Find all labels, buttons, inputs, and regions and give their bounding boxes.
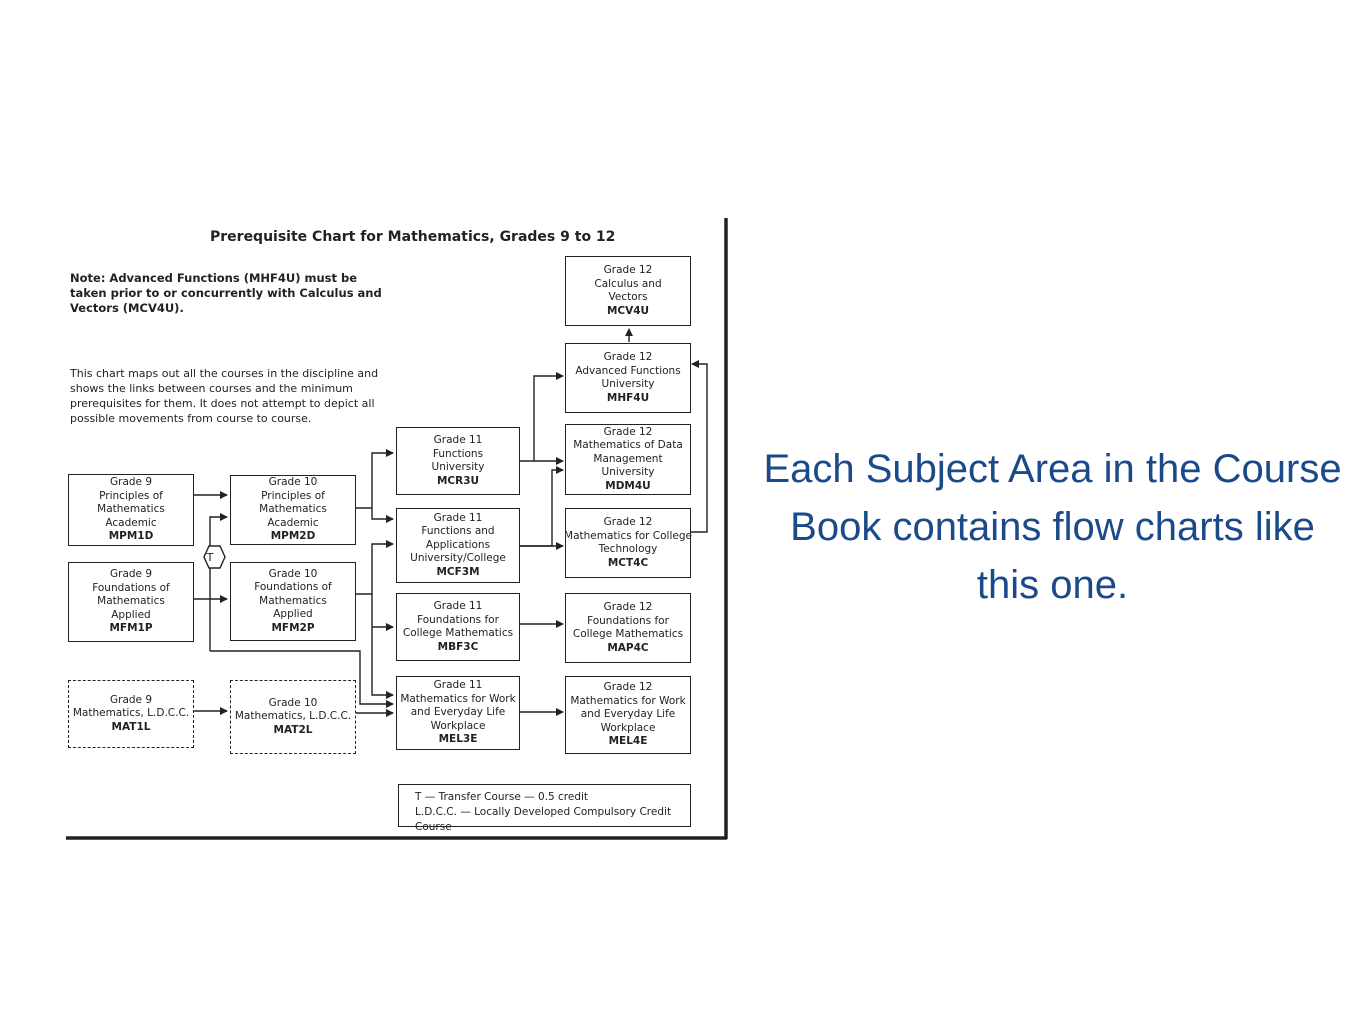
- course-line: University: [601, 466, 655, 479]
- course-code: MAP4C: [607, 641, 649, 654]
- course-line: Grade 12: [603, 601, 653, 613]
- chart-description: This chart maps out all the courses in t…: [70, 367, 379, 425]
- course-line: Workplace: [430, 719, 486, 732]
- course-line: Grade 10: [268, 567, 318, 580]
- course-line: University: [431, 461, 485, 473]
- course-code: MPM1D: [108, 530, 154, 543]
- course-line: Grade 12: [603, 681, 653, 694]
- course-line: and Everyday Life: [410, 706, 506, 719]
- course-line: and Everyday Life: [580, 708, 676, 721]
- course-box-mct4c: Grade 12 Mathematics for College Technol…: [564, 508, 692, 578]
- course-code: MCV4U: [606, 304, 650, 317]
- course-line: Functions and: [421, 525, 495, 538]
- transfer-course-marker: T: [206, 550, 214, 564]
- course-line: Technology: [598, 543, 658, 555]
- course-line: Principles of: [261, 489, 325, 502]
- course-line: Grade 12: [603, 264, 653, 276]
- course-line: Grade 12: [603, 516, 653, 528]
- course-line: Grade 10: [268, 476, 318, 489]
- flowchart-connectors: [66, 218, 728, 840]
- chart-note: Note: Advanced Functions (MHF4U) must be…: [70, 271, 382, 315]
- course-box-mel3e: Grade 11 Mathematics for Work and Everyd…: [396, 676, 520, 750]
- course-line: Mathematics, L.D.C.C.: [72, 707, 190, 720]
- course-box-mfm1p: Grade 9 Foundations of Mathematics Appli…: [68, 562, 194, 642]
- course-line: Mathematics, L.D.C.C.: [234, 710, 352, 723]
- course-line: Calculus and: [594, 277, 662, 290]
- course-code: MDM4U: [605, 479, 651, 492]
- course-box-mcv4u: Grade 12 Calculus and Vectors MCV4U: [565, 256, 691, 326]
- course-code: MEL4E: [608, 735, 648, 748]
- course-code: MCF3M: [436, 565, 480, 578]
- course-code: MCT4C: [607, 556, 649, 569]
- course-line: Grade 11: [433, 434, 483, 446]
- course-line: Mathematics: [259, 503, 327, 516]
- course-box-mcf3m: Grade 11 Functions and Applications Univ…: [396, 508, 520, 583]
- slide-caption: Each Subject Area in the Course Book con…: [763, 447, 1342, 607]
- course-code: MHF4U: [606, 391, 650, 404]
- course-line: Foundations of: [254, 581, 332, 594]
- course-box-mel4e: Grade 12 Mathematics for Work and Everyd…: [565, 676, 691, 754]
- course-line: Workplace: [600, 721, 656, 734]
- course-box-mat2l: Grade 10 Mathematics, L.D.C.C. MAT2L: [230, 680, 356, 754]
- course-line: Mathematics for Work: [570, 694, 686, 707]
- course-line: Grade 11: [433, 511, 483, 524]
- course-box-mbf3c: Grade 11 Foundations for College Mathema…: [396, 593, 520, 661]
- chart-title: Prerequisite Chart for Mathematics, Grad…: [210, 229, 616, 245]
- course-box-mfm2p: Grade 10 Foundations of Mathematics Appl…: [230, 562, 356, 641]
- course-line: Advanced Functions: [575, 364, 681, 377]
- course-line: Grade 12: [603, 351, 653, 363]
- course-line: Mathematics of Data: [573, 439, 683, 452]
- course-line: Academic: [267, 516, 319, 529]
- course-line: College Mathematics: [572, 628, 684, 640]
- course-box-mdm4u: Grade 12 Mathematics of Data Management …: [565, 424, 691, 495]
- course-line: Mathematics for College: [564, 529, 692, 542]
- course-line: Mathematics: [259, 594, 327, 607]
- course-code: MBF3C: [437, 640, 479, 653]
- course-line: Applications: [425, 538, 491, 551]
- course-code: MAT1L: [111, 720, 151, 733]
- course-line: Grade 9: [109, 568, 153, 581]
- course-code: MFM1P: [109, 622, 153, 635]
- course-box-mpm1d: Grade 9 Principles of Mathematics Academ…: [68, 474, 194, 546]
- course-line: University/College: [410, 552, 506, 565]
- course-line: Academic: [105, 516, 157, 529]
- course-line: Applied: [111, 608, 151, 621]
- course-line: Foundations for: [417, 613, 499, 626]
- course-line: Mathematics for Work: [400, 692, 516, 705]
- course-box-mat1l: Grade 9 Mathematics, L.D.C.C. MAT1L: [68, 680, 194, 748]
- course-code: MFM2P: [271, 621, 315, 634]
- course-line: College Mathematics: [402, 627, 514, 639]
- course-line: Grade 9: [109, 693, 153, 706]
- course-line: Grade 9: [109, 476, 153, 489]
- course-line: Grade 12: [603, 425, 653, 438]
- legend-item: L.D.C.C. — Locally Developed Compulsory …: [415, 806, 672, 833]
- course-line: University: [601, 378, 655, 390]
- course-line: Management: [593, 452, 663, 465]
- course-code: MPM2D: [270, 530, 316, 543]
- course-code: MCR3U: [436, 474, 480, 487]
- course-box-mpm2d: Grade 10 Principles of Mathematics Acade…: [230, 475, 356, 545]
- course-line: Mathematics: [97, 595, 165, 608]
- course-line: Applied: [273, 608, 313, 621]
- course-box-mcr3u: Grade 11 Functions University MCR3U: [396, 427, 520, 495]
- course-line: Functions: [432, 447, 484, 460]
- course-line: Grade 10: [268, 696, 318, 709]
- course-line: Grade 11: [433, 679, 483, 692]
- legend-item: T — Transfer Course — 0.5 credit: [415, 791, 589, 803]
- prerequisite-flowchart: Prerequisite Chart for Mathematics, Grad…: [60, 214, 732, 842]
- course-line: Vectors: [608, 291, 648, 303]
- course-line: Principles of: [99, 489, 163, 502]
- course-code: MAT2L: [273, 723, 313, 736]
- course-line: Mathematics: [97, 503, 165, 516]
- course-box-map4c: Grade 12 Foundations for College Mathema…: [565, 593, 691, 663]
- course-line: Grade 11: [433, 600, 483, 612]
- course-code: MEL3E: [438, 733, 478, 746]
- course-box-mhf4u: Grade 12 Advanced Functions University M…: [565, 343, 691, 413]
- course-line: Foundations of: [92, 581, 170, 594]
- course-line: Foundations for: [587, 614, 669, 627]
- chart-legend: T — Transfer Course — 0.5 credit L.D.C.C…: [398, 784, 691, 833]
